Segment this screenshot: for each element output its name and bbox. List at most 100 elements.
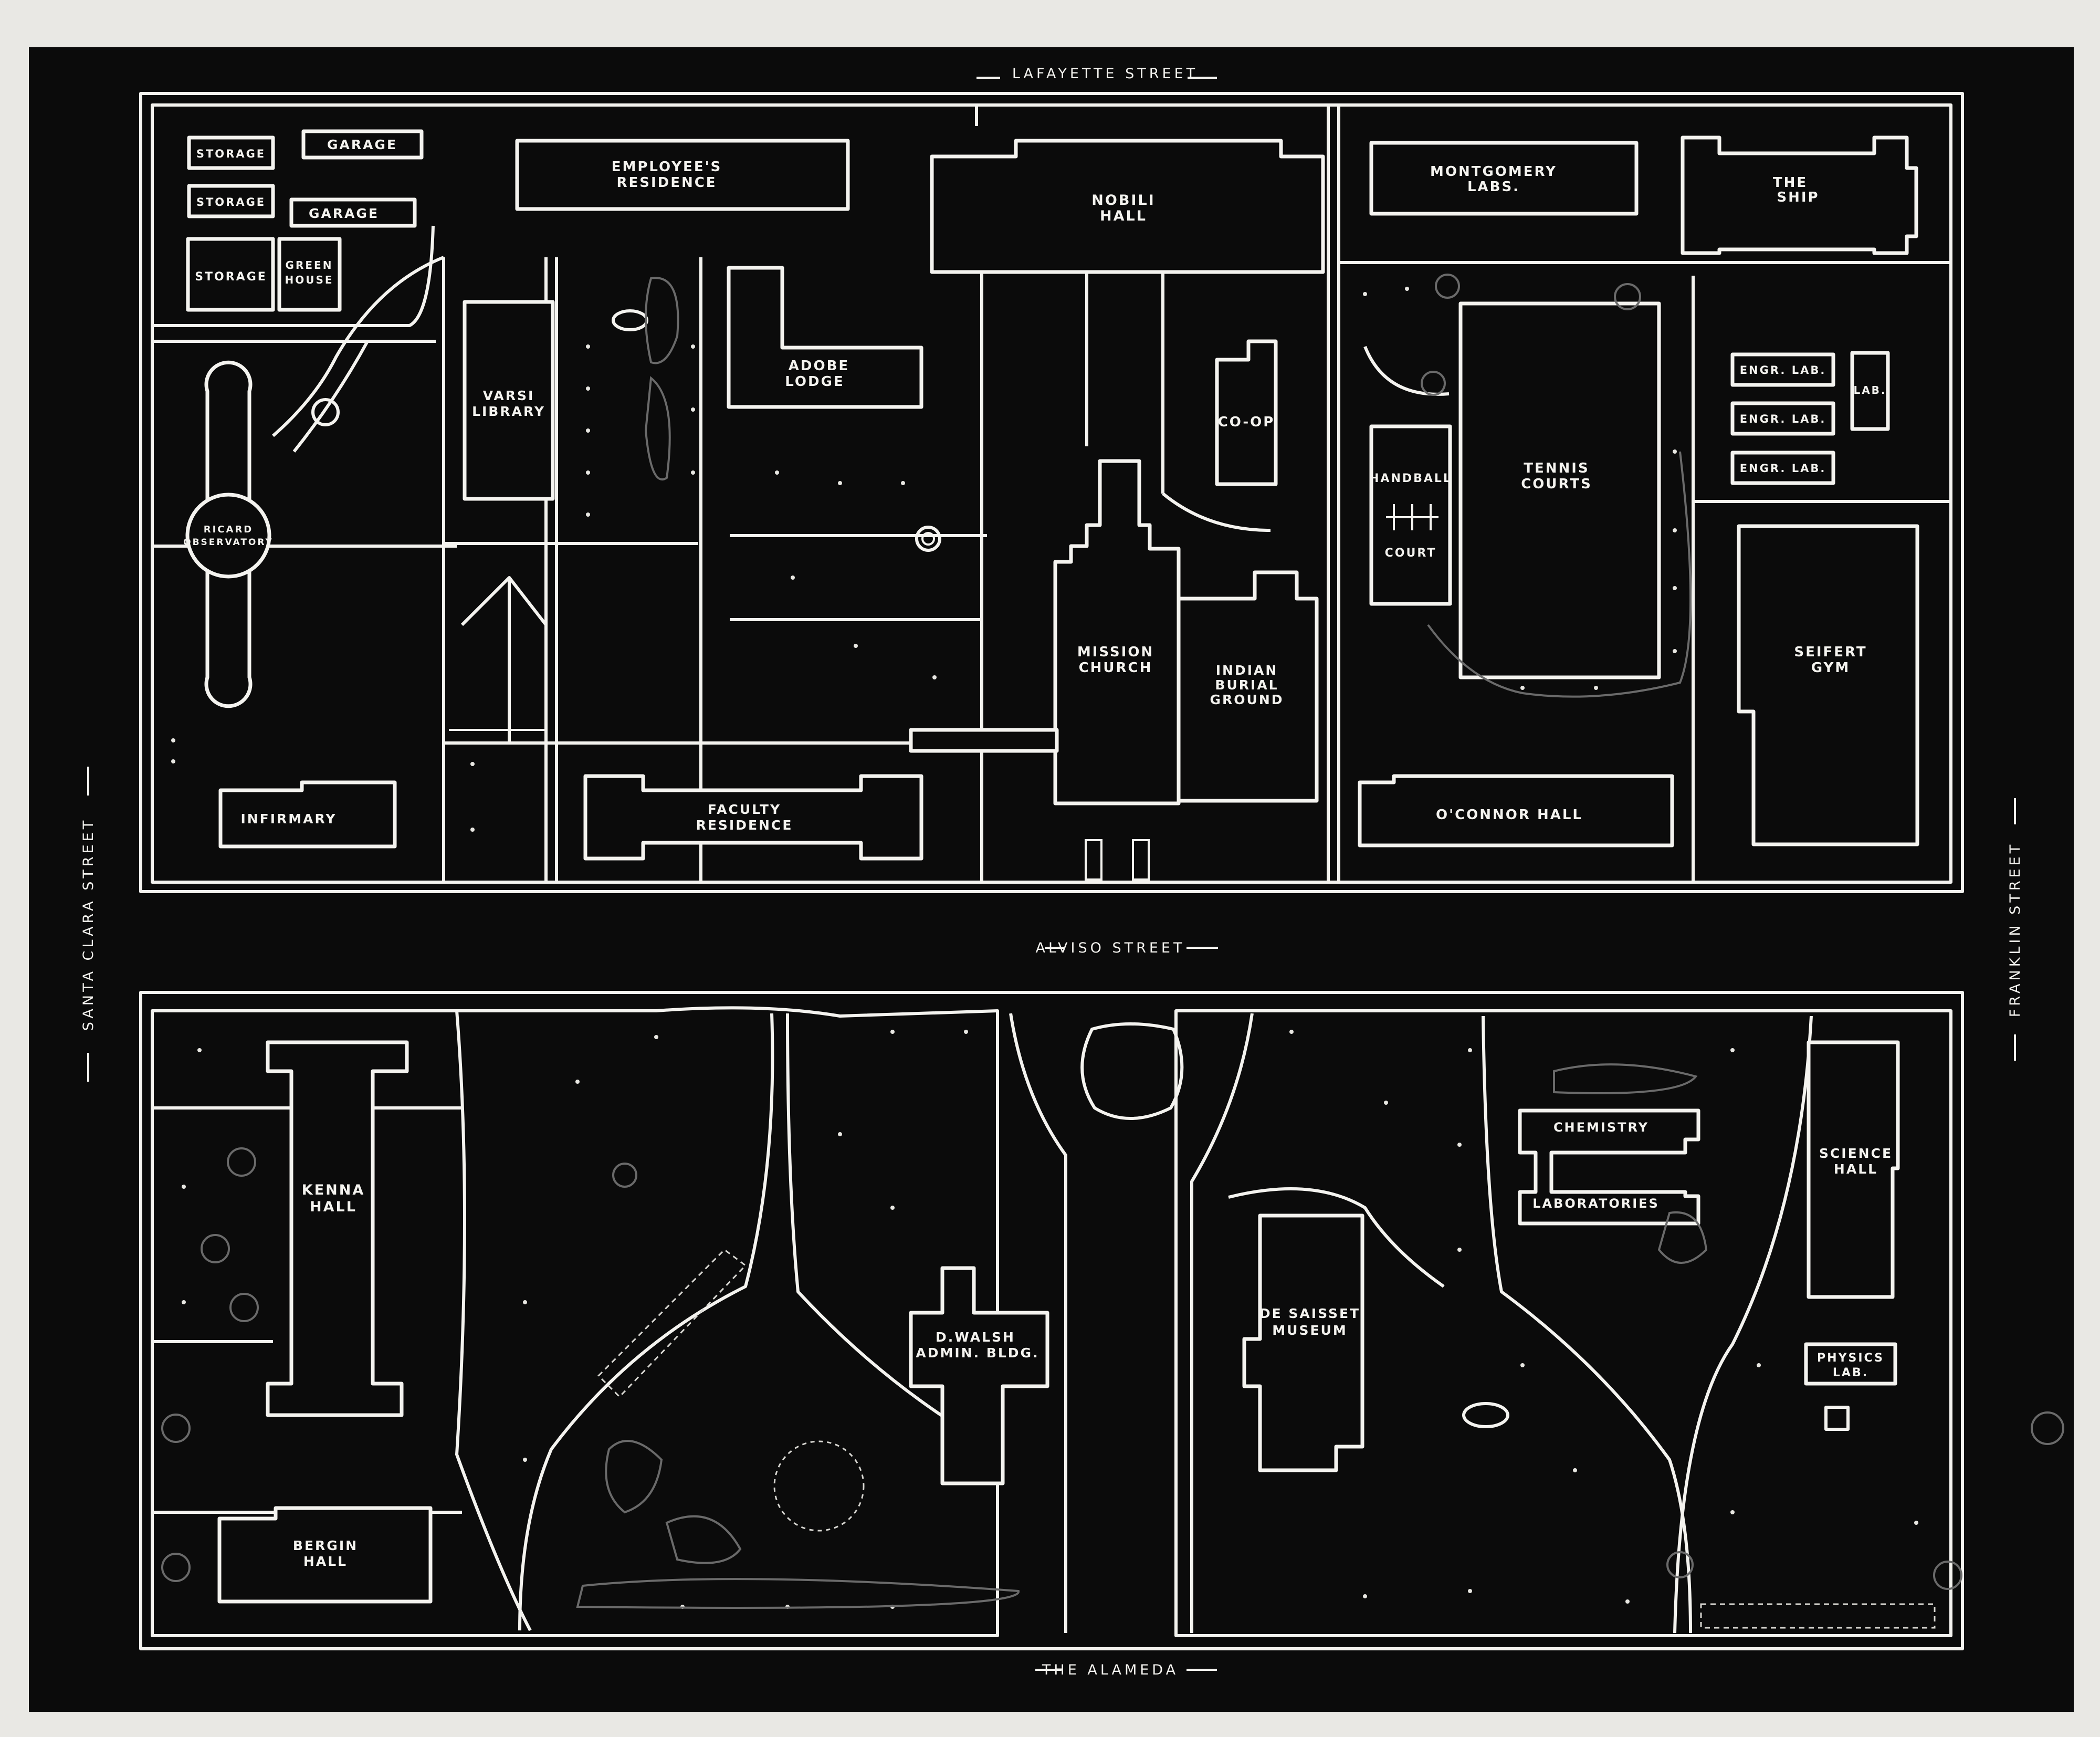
building-label: STORAGE <box>196 196 266 208</box>
building-label: ADMIN. BLDG. <box>916 1345 1039 1361</box>
building-label: LODGE <box>785 374 844 390</box>
building-label: TENNIS <box>1524 461 1589 476</box>
building-seifert-gym[interactable]: SEIFERT GYM <box>1737 524 1919 846</box>
building-label: CHURCH <box>1079 660 1153 676</box>
building-label: STORAGE <box>196 148 266 160</box>
building-physics-lab[interactable]: PHYSICS LAB. <box>1804 1342 1897 1386</box>
street-label-santa-clara: SANTA CLARA STREET <box>80 818 97 1031</box>
building-kenna-hall[interactable]: KENNA HALL <box>266 1040 409 1417</box>
street-south: THE ALAMEDA <box>1035 1662 1217 1678</box>
building-tennis-courts[interactable]: TENNIS COURTS <box>1458 301 1661 679</box>
building-label: HANDBALL <box>1369 472 1452 485</box>
street-label-alviso: ALVISO STREET <box>1036 940 1185 956</box>
building-bergin-hall[interactable]: BERGIN HALL <box>217 1506 433 1604</box>
pencil-annotations <box>161 274 2064 1609</box>
building-oconnor-hall[interactable]: O'CONNOR HALL <box>1358 774 1674 847</box>
building-engr-lab-2[interactable]: ENGR. LAB. <box>1730 401 1835 436</box>
building-label: RESIDENCE <box>696 818 793 833</box>
church-annex-wing <box>909 728 1059 753</box>
bell-circle-inner <box>921 532 935 546</box>
building-green-house[interactable]: GREEN HOUSE <box>277 237 342 312</box>
building-label: RICARD <box>204 524 254 535</box>
building-mission-church[interactable]: MISSION CHURCH <box>1053 459 1181 805</box>
building-label: NOBILI <box>1091 192 1155 208</box>
building-storage-3[interactable]: STORAGE <box>186 237 275 312</box>
building-label: MONTGOMERY <box>1430 164 1557 180</box>
dashed-planter-south-east <box>1700 1603 1936 1629</box>
building-label: FACULTY <box>708 802 781 817</box>
building-label: PHYSICS <box>1817 1352 1884 1365</box>
building-de-saisset[interactable]: DE SAISSET MUSEUM <box>1242 1213 1364 1472</box>
building-garage-2[interactable]: GARAGE <box>289 197 417 228</box>
building-storage-1[interactable]: STORAGE <box>187 135 275 170</box>
building-label: HOUSE <box>285 274 333 286</box>
building-label: INDIAN <box>1216 663 1278 678</box>
building-label: HALL <box>310 1199 357 1215</box>
street-label-franklin: FRANKLIN STREET <box>2007 842 2023 1017</box>
building-label: HALL <box>1100 208 1147 224</box>
lawn-oval <box>1462 1402 1509 1428</box>
building-nobili-hall[interactable]: NOBILI HALL <box>930 139 1325 274</box>
building-chemistry-labs[interactable]: CHEMISTRY LABORATORIES <box>1518 1108 1700 1226</box>
building-label: KENNA <box>302 1182 365 1198</box>
building-label: SCIENCE <box>1819 1146 1893 1161</box>
indian-burial-ground[interactable]: INDIAN BURIAL GROUND <box>1177 570 1319 803</box>
building-garage-1[interactable]: GARAGE <box>301 129 424 160</box>
north-block-inner <box>151 103 1952 884</box>
street-middle: ALVISO STREET <box>1036 940 1218 956</box>
building-label: HALL <box>1834 1162 1878 1177</box>
north-paths <box>152 105 1951 882</box>
building-label: O'CONNOR HALL <box>1436 807 1583 823</box>
building-label: ENGR. LAB. <box>1740 413 1826 425</box>
fountain-circle <box>311 398 340 426</box>
building-label: GARAGE <box>327 137 397 152</box>
church-porch-left <box>1085 839 1102 881</box>
building-ricard-observatory[interactable]: RICARD OBSERVATORY <box>183 360 274 708</box>
building-label: THE <box>1773 175 1808 191</box>
street-label-alameda: THE ALAMEDA <box>1042 1662 1179 1678</box>
building-label: SEIFERT <box>1794 644 1867 660</box>
building-handball-court[interactable]: HANDBALL COURT <box>1369 424 1452 606</box>
building-label: INFIRMARY <box>240 811 337 826</box>
building-storage-2[interactable]: STORAGE <box>187 184 275 218</box>
building-label: OBSERVATORY <box>183 537 274 548</box>
bell-circle <box>915 526 941 552</box>
building-label: LAB. <box>1833 1366 1868 1379</box>
building-label: ENGR. LAB. <box>1740 364 1826 376</box>
building-science-hall[interactable]: SCIENCE HALL <box>1807 1040 1900 1299</box>
building-label: HALL <box>303 1554 348 1569</box>
building-adobe-lodge[interactable]: ADOBE LODGE <box>727 266 923 409</box>
building-label: BERGIN <box>293 1538 358 1553</box>
building-label: LABS. <box>1467 179 1520 195</box>
church-porch-right <box>1132 839 1150 881</box>
building-label: LIBRARY <box>472 404 545 419</box>
building-label: BURIAL <box>1215 677 1278 693</box>
building-label: DE SAISSET <box>1259 1306 1360 1321</box>
building-label: D.WALSH <box>936 1330 1015 1345</box>
building-lab[interactable]: LAB. <box>1850 351 1890 431</box>
building-label: ENGR. LAB. <box>1740 462 1826 475</box>
small-kiosk <box>1824 1406 1850 1431</box>
building-label: LABORATORIES <box>1532 1196 1660 1211</box>
building-label: LAB. <box>1853 384 1886 396</box>
building-label: GROUND <box>1210 692 1284 707</box>
south-block-inner <box>151 1006 999 1637</box>
building-faculty-residence[interactable]: FACULTY RESIDENCE <box>583 774 923 861</box>
building-montgomery-labs[interactable]: MONTGOMERY LABS. <box>1369 141 1639 216</box>
building-label: CHEMISTRY <box>1553 1120 1649 1135</box>
building-employees-residence[interactable]: EMPLOYEE'S RESIDENCE <box>515 139 850 211</box>
building-label: MUSEUM <box>1272 1323 1347 1338</box>
building-label: RESIDENCE <box>616 175 717 191</box>
building-the-ship[interactable]: THE SHIP <box>1681 135 1918 255</box>
building-engr-lab-1[interactable]: ENGR. LAB. <box>1730 352 1835 387</box>
building-walsh-admin[interactable]: D.WALSH ADMIN. BLDG. <box>909 1266 1049 1485</box>
building-varsi-library[interactable]: VARSI LIBRARY <box>463 300 555 501</box>
building-label: GYM <box>1811 660 1850 676</box>
street-east: FRANKLIN STREET <box>2007 798 2023 1061</box>
building-label: CO-OP <box>1218 414 1275 430</box>
building-infirmary[interactable]: INFIRMARY <box>218 780 397 849</box>
building-label: STORAGE <box>195 270 267 284</box>
building-engr-lab-3[interactable]: ENGR. LAB. <box>1730 451 1835 485</box>
building-co-op[interactable]: CO-OP <box>1215 339 1278 486</box>
